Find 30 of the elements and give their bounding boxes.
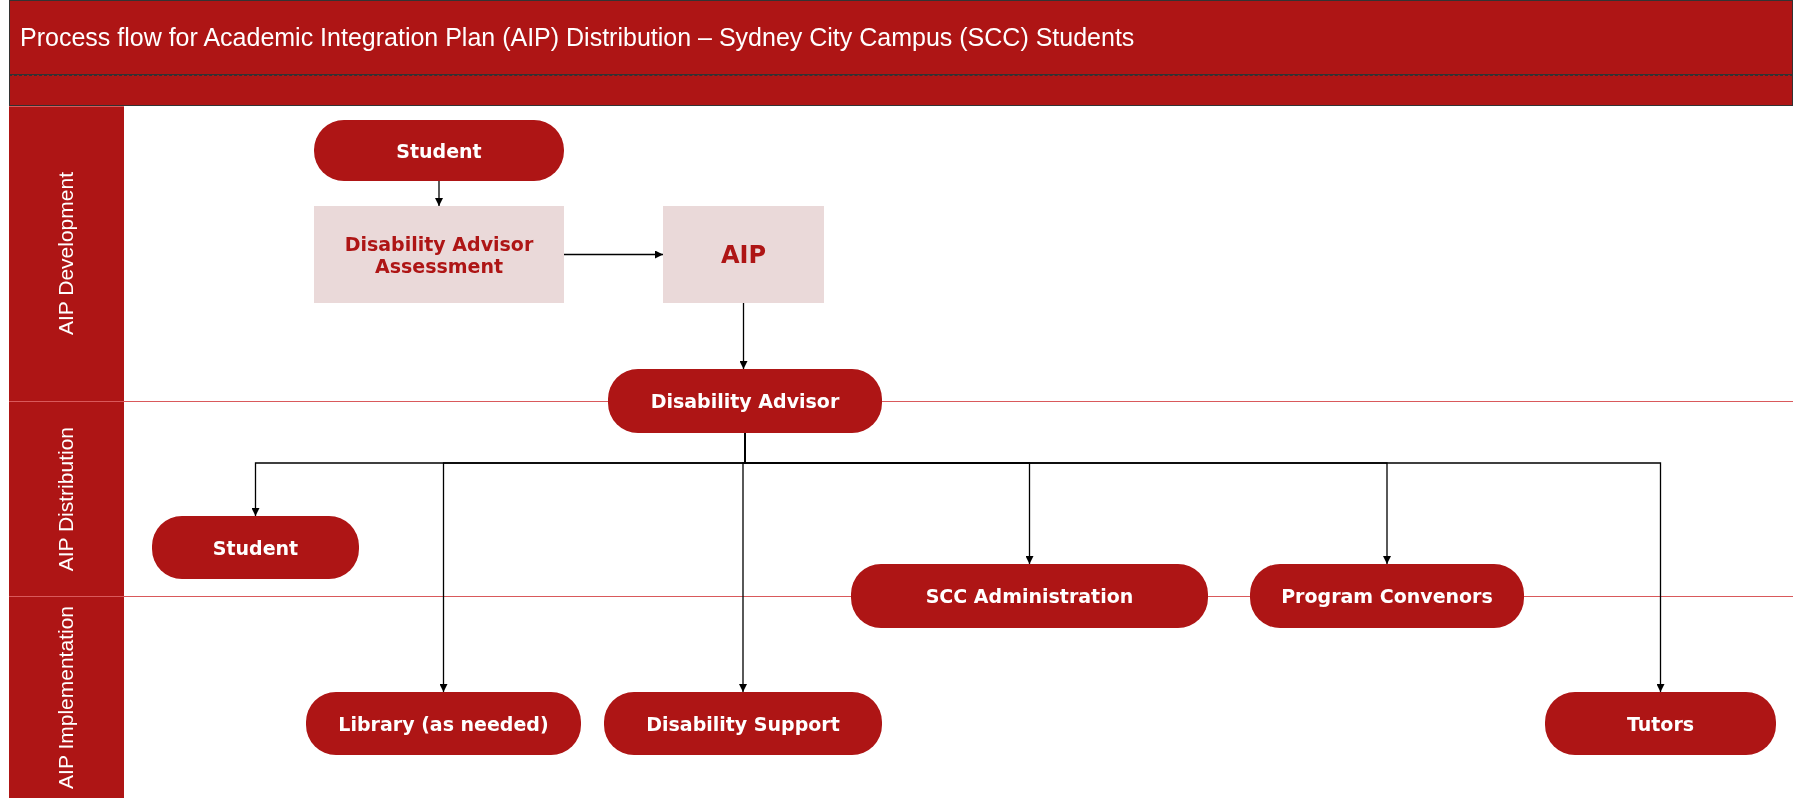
terminal-box bbox=[152, 516, 359, 579]
node-label: AIP bbox=[720, 240, 767, 269]
node-label: Disability Advisor bbox=[650, 390, 840, 412]
terminal-box bbox=[608, 369, 882, 433]
lane-header bbox=[9, 401, 124, 596]
lane-label: AIP Development bbox=[53, 172, 79, 336]
node-label: Program Convenors bbox=[1281, 585, 1493, 607]
title: Process flow for Academic Integration Plan (AIP) Distribution – Sydney City Campus (SCC) Students bbox=[20, 23, 1135, 52]
node-label: SCC Administration bbox=[925, 585, 1134, 607]
process-box bbox=[663, 206, 824, 303]
node-label: Tutors bbox=[1626, 712, 1695, 735]
terminal-box bbox=[1250, 564, 1524, 628]
process-box bbox=[314, 206, 564, 303]
lane-header bbox=[9, 106, 124, 401]
arrow bbox=[563, 250, 664, 259]
lane-label: AIP Implementation bbox=[53, 606, 79, 789]
node-label: Student bbox=[212, 536, 299, 559]
node-label: Disability Support bbox=[646, 712, 840, 735]
arrow bbox=[435, 180, 443, 207]
terminal-box bbox=[314, 120, 564, 181]
terminal-box bbox=[1545, 692, 1776, 755]
terminal-box bbox=[306, 692, 581, 755]
arrow bbox=[739, 302, 748, 370]
lane-header bbox=[9, 596, 124, 798]
node-label: Library (as needed) bbox=[338, 712, 549, 735]
node-label: Student bbox=[396, 139, 482, 162]
terminal-box bbox=[604, 692, 882, 755]
terminal-box bbox=[851, 564, 1208, 628]
node-label: Disability Advisor Assessment bbox=[343, 232, 535, 277]
lane-label: AIP Distribution bbox=[53, 426, 79, 572]
